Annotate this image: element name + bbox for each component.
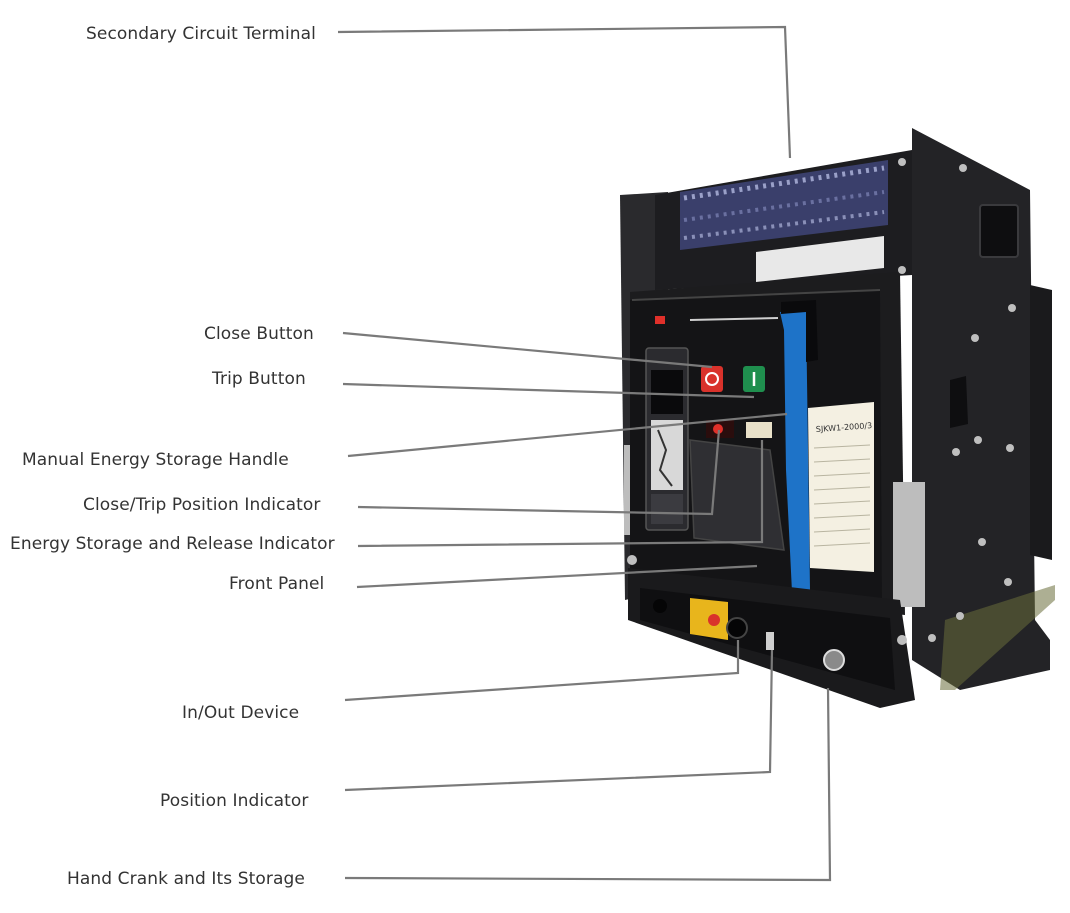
label-in-out-device: In/Out Device: [182, 703, 300, 723]
label-hand-crank-storage: Hand Crank and Its Storage: [67, 869, 305, 889]
leader-close-button: [342, 331, 713, 369]
leader-front-panel: [356, 564, 758, 589]
label-energy-storage-release-indicator: Energy Storage and Release Indicator: [10, 534, 335, 554]
status-led: [655, 316, 665, 324]
leader-manual-energy-storage-handle: [347, 412, 788, 458]
energy-storage-handle-graphic: [689, 439, 785, 551]
right-rail: [1030, 285, 1052, 560]
blue-operating-handle: [780, 310, 810, 592]
bolts: [627, 158, 1016, 645]
label-manual-energy-storage-handle: Manual Energy Storage Handle: [22, 450, 289, 470]
terminal-label-strip: [756, 236, 884, 282]
base-hole: [653, 599, 667, 613]
side-handle-slot: [979, 204, 1019, 258]
secondary-terminal-block: [680, 160, 888, 250]
leader-secondary-circuit-terminal: [337, 25, 792, 159]
close-button-graphic: [701, 366, 723, 392]
controller-display: [651, 370, 683, 414]
hand-crank-storage-graphic: [823, 649, 845, 671]
handle-slot: [781, 300, 818, 362]
nameplate-table: [813, 444, 871, 547]
label-secondary-circuit-terminal: Secondary Circuit Terminal: [86, 24, 316, 44]
leader-close-trip-position-indicator: [357, 429, 721, 516]
terminal-screws: [683, 165, 885, 240]
label-position-indicator: Position Indicator: [160, 791, 309, 811]
controller-keys: [651, 494, 683, 524]
energy-window: [746, 422, 772, 438]
leader-hand-crank-storage: [344, 687, 832, 882]
leader-energy-storage-release-indicator: [357, 440, 764, 548]
leader-position-indicator: [344, 649, 774, 792]
mounting-bracket: [940, 585, 1055, 690]
right-rail-silver: [893, 482, 925, 607]
side-slot: [950, 376, 968, 428]
label-close-button: Close Button: [204, 324, 314, 344]
label-close-trip-position-indicator: Close/Trip Position Indicator: [83, 495, 321, 515]
leader-trip-button: [342, 382, 755, 399]
right-side-plate: [912, 128, 1050, 690]
leader-in-out-device: [344, 640, 740, 702]
nameplate-model-text: SJKW1-2000/3: [816, 421, 873, 434]
position-indicator-graphic: [766, 632, 774, 650]
in-out-device-graphic: [726, 617, 748, 639]
label-trip-button: Trip Button: [212, 369, 306, 389]
label-front-panel: Front Panel: [229, 574, 325, 594]
